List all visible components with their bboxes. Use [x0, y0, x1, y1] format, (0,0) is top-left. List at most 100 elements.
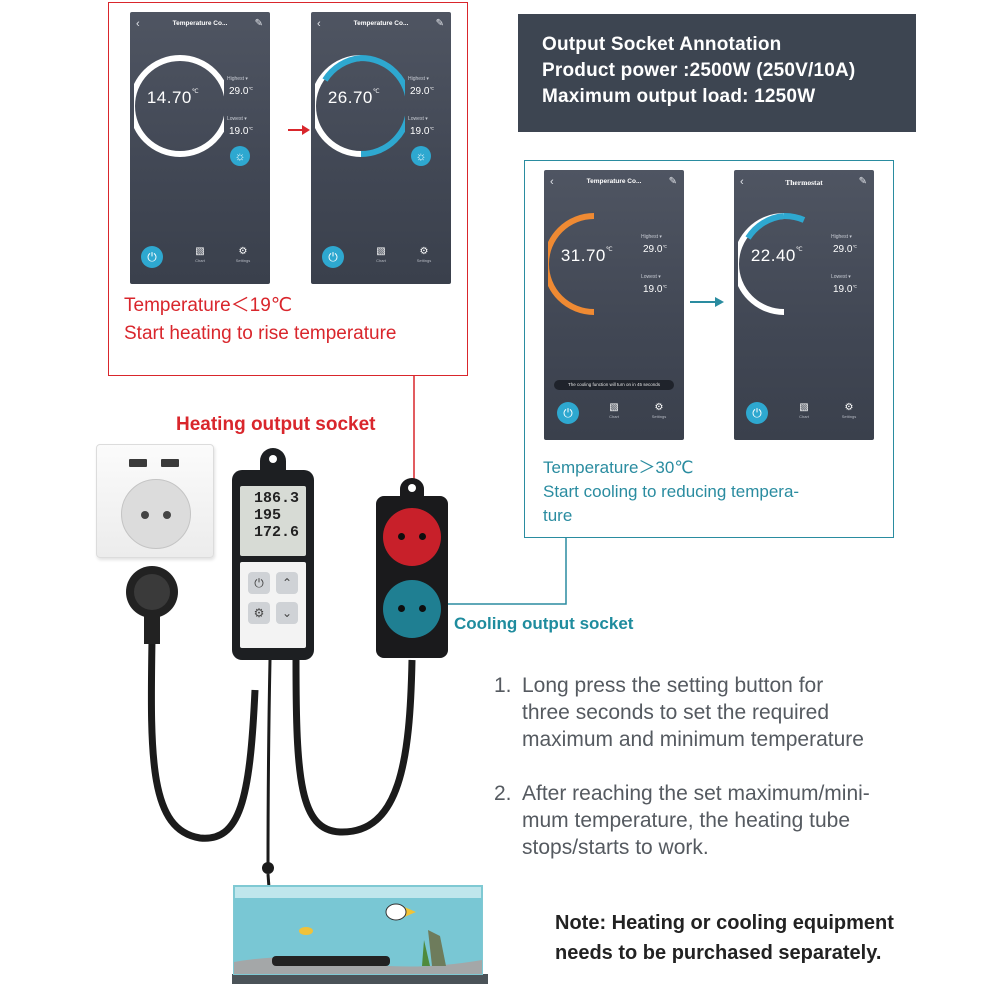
annotation-max-load: Maximum output load: 1250W	[542, 86, 816, 107]
nav-chart-label: Chart	[609, 414, 619, 419]
settings-button[interactable]: ⚙	[248, 602, 270, 624]
heating-socket-label: Heating output socket	[176, 414, 376, 435]
temperature-arc	[315, 54, 405, 157]
settings-icon[interactable]: ⚙Settings	[409, 246, 439, 263]
cooling-screen-after: ‹ Thermostat ✎ 22.40℃ Highest ▾ 29.0℃ Lo…	[734, 170, 874, 440]
lowest-value: 19.0	[833, 284, 853, 295]
highest-value: 29.0	[410, 86, 430, 97]
instruction-line: three seconds to set the required	[522, 701, 830, 724]
lowest-label[interactable]: Lowest ▾	[831, 274, 851, 280]
temperature-reading: 14.70	[146, 88, 192, 107]
nav-settings-label: Settings	[841, 414, 857, 419]
power-icon[interactable]: ⏻	[557, 402, 579, 424]
cooling-caption-action-cont: ture	[543, 506, 573, 525]
nav-chart-label: Chart	[195, 258, 205, 263]
lowest-label[interactable]: Lowest ▾	[408, 116, 428, 122]
heating-screen-after: ‹ Temperature Co... ✎ 26.70℃ Highest ▾ 2…	[311, 12, 451, 284]
back-icon[interactable]: ‹	[550, 176, 554, 188]
chart-icon[interactable]: ▧Chart	[185, 246, 215, 263]
screen-title: Temperature Co...	[172, 20, 228, 27]
instruction-line: mum temperature, the heating tube	[522, 809, 851, 832]
lcd-reading-3: 172.6	[254, 524, 300, 541]
lowest-label[interactable]: Lowest ▾	[641, 274, 661, 280]
purchase-note: Note: Heating or cooling equipment needs…	[555, 908, 985, 968]
cooling-caption-condition: Temperature＞30℃	[543, 458, 694, 477]
heating-screen-before: ‹ Temperature Co... ✎ 14.70℃ Highest ▾ 2…	[130, 12, 270, 284]
lcd-reading-1: 186.3	[254, 490, 300, 507]
sun-icon[interactable]: ☼	[230, 146, 250, 166]
edit-icon[interactable]: ✎	[435, 18, 444, 29]
temperature-arc	[134, 55, 224, 157]
output-socket-annotation: Output Socket Annotation Product power :…	[518, 14, 916, 132]
heating-output-socket[interactable]	[383, 508, 441, 566]
usb-port	[129, 459, 147, 467]
temperature-reading: 26.70	[327, 88, 373, 107]
instruction-line: maximum and minimum temperature	[522, 728, 864, 751]
heating-caption-action: Start heating to rise temperature	[124, 323, 397, 344]
instruction-line: After reaching the set maximum/mini-	[522, 782, 870, 805]
wall-outlet-round	[121, 479, 191, 549]
dual-output-socket	[376, 478, 448, 658]
lowest-value: 19.0	[410, 126, 430, 137]
instruction-line: Long press the setting button for	[522, 674, 824, 697]
highest-label[interactable]: Highest ▾	[831, 234, 852, 240]
cooling-toast: The cooling function will turn on in 45 …	[554, 380, 674, 390]
note-line-1: Note: Heating or cooling equipment	[555, 912, 894, 934]
hang-hook	[400, 478, 424, 500]
down-arrow-button[interactable]: ⌄	[276, 602, 298, 624]
settings-icon[interactable]: ⚙Settings	[228, 246, 258, 263]
back-icon[interactable]: ‹	[317, 18, 321, 30]
fish-icon	[385, 903, 416, 921]
power-icon[interactable]: ⏻	[322, 246, 344, 268]
chart-icon[interactable]: ▧Chart	[366, 246, 396, 263]
cooling-socket-label: Cooling output socket	[454, 614, 634, 633]
chart-icon[interactable]: ▧Chart	[599, 402, 629, 419]
button-pad: ⏻ ⌃ ⚙ ⌄	[240, 562, 306, 648]
heating-panel-frame	[108, 2, 468, 376]
temperature-reading: 31.70	[560, 246, 606, 265]
back-icon[interactable]: ‹	[136, 18, 140, 30]
screen-title: Temperature Co...	[586, 178, 642, 185]
heating-caption-condition: Temperature＜19℃	[124, 295, 293, 316]
annotation-power: Product power :2500W (250V/10A)	[542, 60, 856, 81]
nav-settings-label: Settings	[235, 258, 251, 263]
power-icon[interactable]: ⏻	[746, 402, 768, 424]
hang-hook	[260, 448, 286, 474]
lcd-reading-2: 195	[254, 507, 282, 524]
instruction-2: 2. After reaching the set maximum/mini- …	[494, 780, 922, 861]
cooling-output-socket[interactable]	[383, 580, 441, 638]
annotation-title: Output Socket Annotation	[542, 34, 782, 55]
settings-icon[interactable]: ⚙Settings	[834, 402, 864, 419]
screen-title: Temperature Co...	[353, 20, 409, 27]
instruction-line: stops/starts to work.	[522, 836, 709, 859]
temperature-reading: 22.40	[750, 246, 796, 265]
instruction-number: 2.	[494, 782, 512, 805]
screen-title: Thermostat	[785, 178, 823, 187]
usb-port	[161, 459, 179, 467]
sun-icon[interactable]: ☼	[411, 146, 431, 166]
highest-label[interactable]: Highest ▾	[641, 234, 662, 240]
edit-icon[interactable]: ✎	[668, 176, 677, 187]
lowest-value: 19.0	[229, 126, 249, 137]
settings-icon[interactable]: ⚙Settings	[644, 402, 674, 419]
nav-chart-label: Chart	[799, 414, 809, 419]
instruction-number: 1.	[494, 674, 512, 697]
edit-icon[interactable]: ✎	[254, 18, 263, 29]
power-button[interactable]: ⏻	[248, 572, 270, 594]
lcd-display: 186.3 195 172.6	[240, 486, 306, 556]
highest-value: 29.0	[643, 244, 663, 255]
edit-icon[interactable]: ✎	[858, 176, 867, 187]
up-arrow-button[interactable]: ⌃	[276, 572, 298, 594]
wall-socket	[96, 444, 214, 558]
highest-label[interactable]: Highest ▾	[227, 76, 248, 82]
chart-icon[interactable]: ▧Chart	[789, 402, 819, 419]
nav-settings-label: Settings	[416, 258, 432, 263]
power-plug	[126, 566, 178, 644]
highest-value: 29.0	[833, 244, 853, 255]
lowest-label[interactable]: Lowest ▾	[227, 116, 247, 122]
power-icon[interactable]: ⏻	[141, 246, 163, 268]
back-icon[interactable]: ‹	[740, 176, 744, 188]
highest-label[interactable]: Highest ▾	[408, 76, 429, 82]
cooling-caption-action: Start cooling to reducing tempera-	[543, 482, 800, 501]
